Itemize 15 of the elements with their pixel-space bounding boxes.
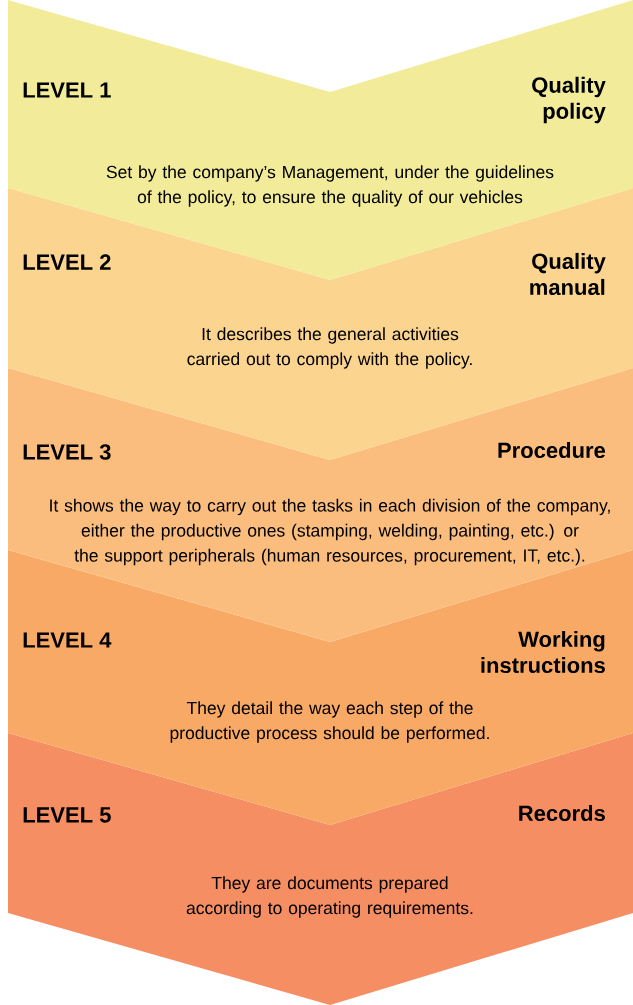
level-label: LEVEL 2 [23, 254, 111, 270]
description: It shows the way to carry out the tasks in each division of the company, either the productive ones (stamping, welding, painting, etc.) or the support peripherals (human resources, procurement, IT, etc.). [50, 498, 610, 566]
level-label: LEVEL 1 [23, 82, 111, 98]
level-label: LEVEL 3 [23, 444, 111, 460]
description: They are documents prepared according to operating requirements. [186, 876, 473, 918]
description: It describes the general activities carried out to comply with the policy. [187, 327, 472, 369]
heading: Working instructions [481, 630, 605, 674]
heading: Procedure [498, 441, 606, 459]
description: They detail the way each step of the productive process should be performed. [170, 701, 489, 743]
level-label: LEVEL 5 [23, 807, 111, 823]
description: Set by the company’s Management, under the guidelines of the policy, to ensure the quality of our vehicles [106, 165, 554, 207]
level-label: LEVEL 4 [23, 632, 112, 648]
heading: Records [519, 804, 605, 822]
heading: Quality policy [532, 76, 606, 124]
heading: Quality manual [530, 252, 606, 296]
